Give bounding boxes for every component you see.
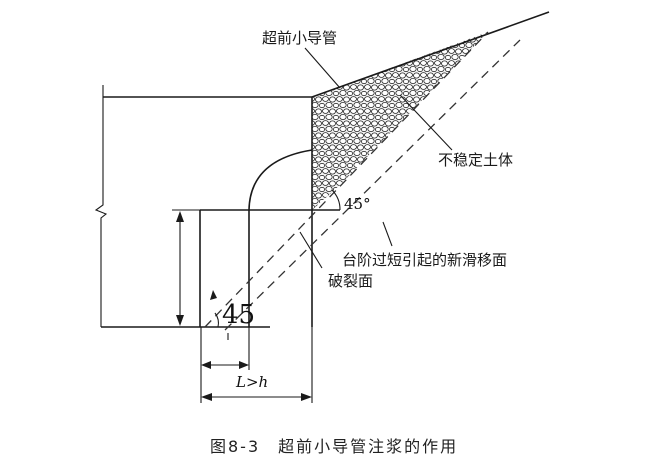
fracture-surface-label: 破裂面 <box>328 272 373 290</box>
angle-arrow-bottom <box>210 290 217 300</box>
angle-45-label: 45 <box>222 300 255 330</box>
pipe-offset-arrow-right <box>239 361 249 369</box>
left-boundary-line <box>94 85 108 327</box>
unstable-soil-zone <box>312 32 488 210</box>
pipe-leader-line <box>304 47 341 89</box>
fracture-surface-line <box>204 31 489 328</box>
length-arrow-left <box>201 393 212 401</box>
angle-arc-top <box>331 189 341 211</box>
unstable-soil-label: 不稳定土体 <box>438 151 513 169</box>
angle-45-degree-label: 45° <box>344 195 371 213</box>
length-arrow-right <box>301 393 312 401</box>
new-slip-surface-line <box>224 39 521 331</box>
advance-pipe <box>248 149 313 327</box>
pipe-offset-arrow-left <box>201 361 211 369</box>
pipe-label: 超前小导管 <box>262 29 337 47</box>
height-arrow-bottom <box>176 315 184 326</box>
length-relation-label: L>h <box>235 373 268 391</box>
angle-arc-bottom <box>214 312 219 328</box>
height-arrow-top <box>176 211 184 222</box>
slip-surface-leader-line <box>382 221 393 247</box>
fracture-surface-leader-line <box>299 231 323 269</box>
slip-surface-label: 台阶过短引起的新滑移面 <box>342 251 507 269</box>
figure-caption: 图8-3 超前小导管注浆的作用 <box>210 437 458 456</box>
unstable-soil-leader-line <box>399 94 453 151</box>
ground-surface-line <box>311 11 550 98</box>
